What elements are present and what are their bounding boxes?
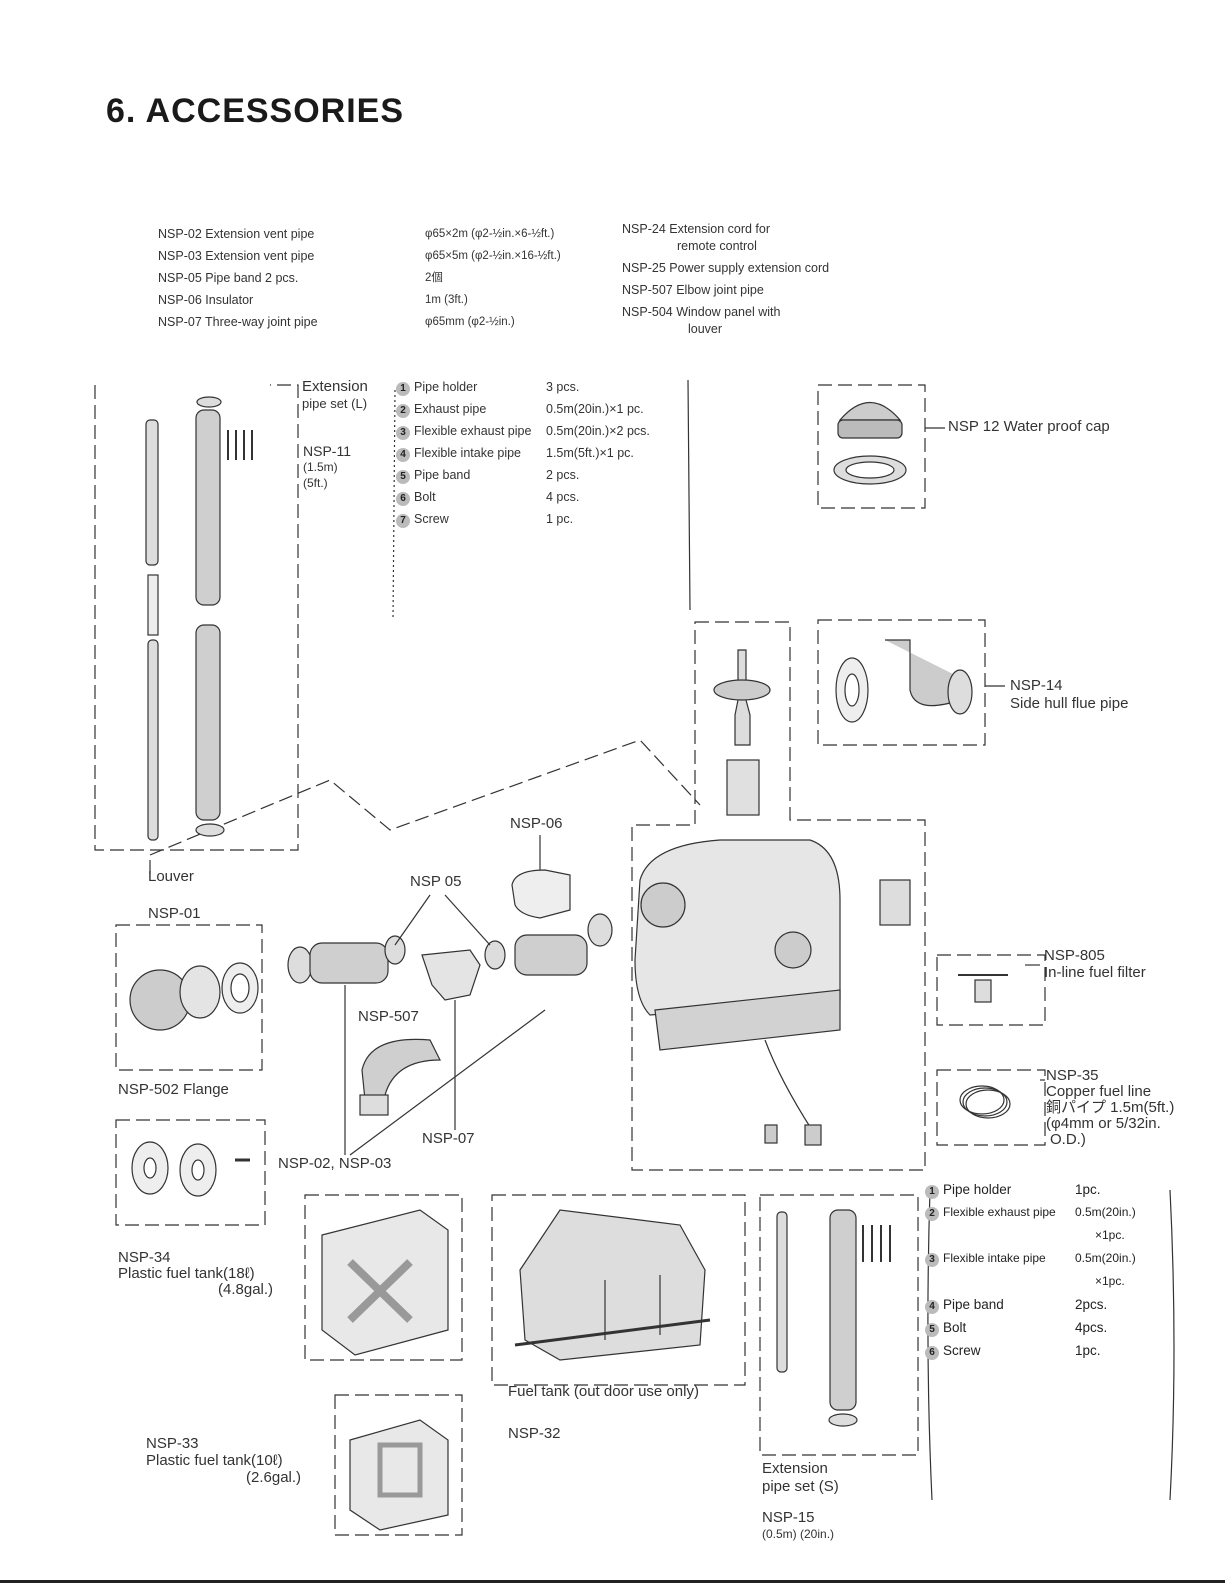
ext-set-s-code: NSP-15 (0.5m) (20in.): [762, 1509, 835, 1542]
copper-fuel-line-drawing: [959, 1085, 1011, 1119]
label-nsp06: NSP-06: [510, 815, 563, 832]
list-item: NSP-06 Insulator: [158, 293, 254, 307]
part-row-cont: ×1pc.: [1095, 1274, 1125, 1288]
side-hull-flue-pipe-drawing: [835, 639, 973, 723]
label-nsp35: NSP-35 Copper fuel line 銅パイプ 1.5m(5ft.) …: [1046, 1067, 1175, 1148]
bottom-rule: [0, 1580, 1225, 1583]
list-item: NSP-02 Extension vent pipe: [158, 227, 315, 241]
list-item-cont: louver: [688, 322, 723, 336]
label-nsp507: NSP-507: [358, 1008, 419, 1025]
frame-nsp32: [491, 1194, 746, 1386]
label-louver: Louver: [148, 868, 194, 885]
heater-unit-drawing: [634, 649, 911, 1146]
label-nsp32: NSP-32: [508, 1425, 561, 1442]
list-spec: φ65×2m (φ2-½in.×6-½ft.): [425, 228, 555, 240]
list-item: NSP-24 Extension cord for: [622, 222, 771, 236]
list-item: NSP-03 Extension vent pipe: [158, 249, 315, 263]
frame-heater: [631, 621, 926, 1171]
top-list-right: NSP-24 Extension cord for remote control…: [622, 218, 829, 340]
page-title: 6. ACCESSORIES: [106, 92, 405, 130]
list-item: NSP-05 Pipe band 2 pcs.: [158, 271, 299, 285]
label-nsp34: NSP-34 Plastic fuel tank(18ℓ) (4.8gal.): [118, 1249, 274, 1298]
top-list-left: NSP-02 Extension vent pipe NSP-03 Extens…: [158, 223, 318, 333]
frame-nsp805: [936, 954, 1046, 1026]
frame-nsp502: [115, 1119, 266, 1226]
label-nsp33: NSP-33 Plastic fuel tank(10ℓ) (2.6gal.): [146, 1435, 302, 1486]
top-list-specs: φ65×2m (φ2-½in.×6-½ft.) φ65×5m (φ2-½in.×…: [425, 223, 561, 333]
ext-set-l-code: NSP-11 (1.5m) (5ft.): [303, 443, 351, 490]
frame-ext-set-l: [94, 384, 299, 851]
plastic-fuel-tank-10l-drawing: [349, 1419, 449, 1531]
frame-nsp34: [304, 1194, 463, 1361]
list-spec: 1m (3ft.): [425, 294, 468, 306]
list-item-cont: remote control: [677, 239, 757, 253]
label-nsp07: NSP-07: [422, 1130, 475, 1147]
plastic-fuel-tank-18l-drawing: [321, 1209, 449, 1356]
label-nsp502: NSP-502 Flange: [118, 1081, 229, 1098]
frame-nsp01: [115, 924, 263, 1071]
fuel-tank-drawing: [514, 1209, 711, 1361]
louver-drawing: [129, 962, 259, 1031]
vent-pipes-drawing: [287, 835, 613, 1156]
ext-set-s-parts: [776, 1209, 891, 1427]
list-spec: 2個: [425, 272, 443, 284]
list-spec: φ65×5m (φ2-½in.×16-½ft.): [425, 250, 561, 262]
fuel-filter-drawing: [958, 974, 1008, 1003]
frame-nsp33: [334, 1394, 463, 1536]
label-nsp05: NSP 05: [410, 873, 462, 890]
frame-nsp35: [936, 1069, 1046, 1146]
label-fuel-tank: Fuel tank (out door use only): [508, 1383, 699, 1400]
list-item: NSP-504 Window panel with: [622, 305, 781, 319]
frame-nsp12: [817, 384, 926, 509]
frame-nsp14: [817, 619, 986, 746]
list-item: NSP-07 Three-way joint pipe: [158, 315, 318, 329]
frame-ext-set-s: [759, 1194, 919, 1456]
ext-set-l-parts: [145, 396, 253, 841]
list-item: NSP-507 Elbow joint pipe: [622, 283, 764, 297]
ext-set-s-title: Extension pipe set (S): [762, 1460, 839, 1495]
water-proof-cap-drawing: [833, 401, 907, 485]
ext-set-l-title: Extension pipe set (L): [302, 378, 368, 411]
label-nsp01: NSP-01: [148, 905, 201, 922]
list-item: NSP-25 Power supply extension cord: [622, 261, 830, 275]
label-nsp12: NSP 12 Water proof cap: [948, 418, 1110, 435]
flange-drawing: [131, 1141, 250, 1197]
label-nsp02-nsp03: NSP-02, NSP-03: [278, 1155, 392, 1172]
part-row-cont: ×1pc.: [1095, 1228, 1125, 1242]
list-spec: φ65mm (φ2-½in.): [425, 316, 515, 328]
